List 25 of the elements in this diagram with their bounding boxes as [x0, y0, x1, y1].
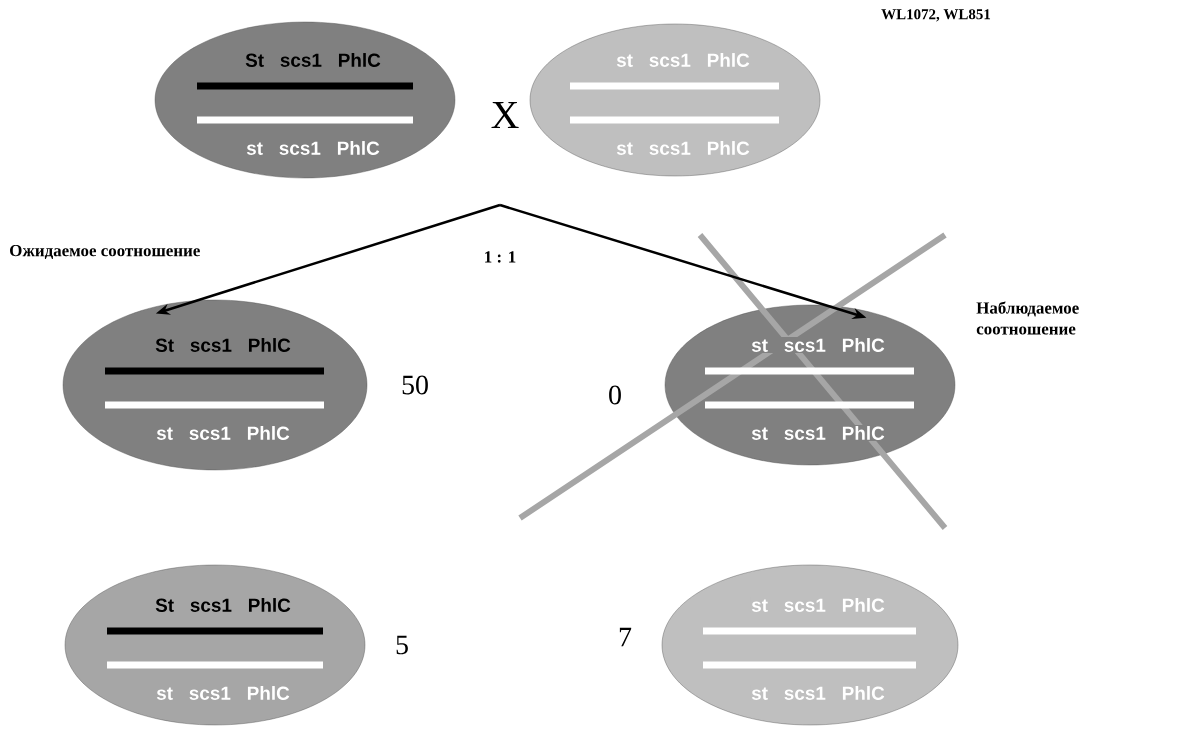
- text-label: 1 : 1: [485, 251, 516, 263]
- gene-label: St scs1 PhlC: [154, 597, 292, 613]
- gene-label: St scs1 PhlC: [154, 337, 292, 353]
- text-label: X: [491, 101, 519, 129]
- cell-ellipse: [64, 564, 366, 726]
- count-number: 0: [609, 385, 621, 405]
- gene-label: st scs1 PhlC: [750, 337, 886, 353]
- gene-label: st scs1 PhlC: [750, 425, 886, 441]
- gene-label: st scs1 PhlC: [155, 685, 291, 701]
- count-number: 5: [396, 635, 408, 655]
- gene-label: st scs1 PhlC: [615, 140, 751, 156]
- text-label: Ожидаемое соотношение: [10, 244, 200, 260]
- count-number: 50: [402, 375, 428, 395]
- gene-label: St scs1 PhlC: [244, 52, 382, 68]
- text-label: Наблюдаемое соотношение: [976, 301, 1079, 335]
- gene-label: st scs1 PhlC: [750, 597, 886, 613]
- cell-ellipse: [154, 21, 456, 179]
- gene-label: st scs1 PhlC: [155, 425, 291, 441]
- count-number: 7: [619, 627, 632, 647]
- gene-label: st scs1 PhlC: [615, 52, 751, 68]
- cell-ellipse: [62, 299, 368, 471]
- gene-label: st scs1 PhlC: [750, 685, 886, 701]
- gene-label: st scs1 PhlC: [245, 140, 381, 156]
- text-label: WL1072, WL851: [881, 9, 991, 22]
- cell-ellipse: [661, 564, 959, 726]
